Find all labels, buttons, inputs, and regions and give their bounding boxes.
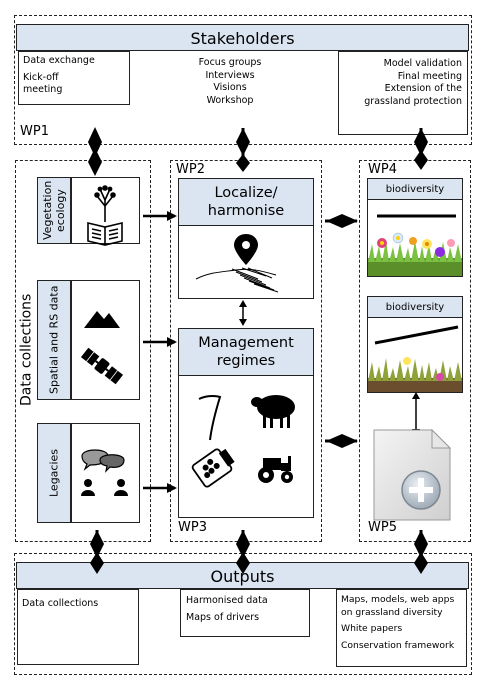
- satellite-icon: [80, 347, 124, 385]
- wp1-label: WP1: [20, 124, 49, 139]
- wp4-label: WP4: [368, 162, 397, 177]
- connector-wp3-wp5: [325, 434, 358, 448]
- management-title-line: regimes: [216, 353, 276, 369]
- stakeholders-middle-line: Workshop: [206, 94, 254, 106]
- meadow-illustration-2: [368, 325, 462, 392]
- map-pin-icon: [234, 234, 258, 265]
- arrow-biodiversity-document: [412, 392, 420, 436]
- stakeholders-left-line: Data exchange: [23, 55, 95, 66]
- stakeholders-middle-line: Visions: [213, 82, 247, 93]
- connector-wp2-wp4: [325, 214, 358, 228]
- stakeholders-right-box: Model validation Final meeting Extension…: [338, 51, 468, 135]
- seed-bag-icon: [191, 448, 235, 488]
- stakeholders-left-line: meeting: [23, 84, 63, 95]
- outputs-right-line: Conservation framework: [341, 639, 455, 651]
- stakeholders-right-line: Final meeting: [397, 70, 462, 82]
- mountains-icon: [84, 311, 120, 328]
- outputs-right-line: Maps, models, web apps: [341, 594, 455, 605]
- stakeholders-middle-line: Focus groups: [198, 57, 262, 68]
- sheep-icon: [251, 395, 295, 428]
- connector-wp3-outputs: [236, 530, 250, 574]
- management-title-line: Management: [198, 335, 294, 351]
- wp2-label: WP2: [176, 162, 205, 177]
- connector-data-outputs: [90, 530, 104, 574]
- arrow-localize-management: [239, 300, 247, 326]
- connector-stakeholders-wp2: [236, 128, 250, 172]
- data-collections-region: [15, 160, 151, 542]
- stakeholders-title: Stakeholders: [190, 29, 295, 48]
- outputs-left-line: Data collections: [22, 598, 99, 609]
- connector-wp5-outputs: [414, 530, 428, 574]
- plant-book-icon: [87, 185, 123, 246]
- management-header: Management regimes: [178, 328, 314, 376]
- outputs-right-line: on grassland diversity: [341, 606, 443, 618]
- spatial-rs-data-icon-box: [71, 280, 140, 400]
- tractor-icon: [258, 456, 293, 483]
- stakeholders-right-line: Model validation: [383, 58, 462, 69]
- outputs-title: Outputs: [210, 567, 275, 586]
- outputs-right-box: Maps, models, web apps on grassland dive…: [336, 589, 467, 667]
- document-add-icon: [373, 428, 452, 521]
- terrain-sketch: [195, 267, 279, 293]
- wp3-label: WP3: [178, 520, 207, 535]
- localize-title-line: Localize/: [214, 185, 278, 201]
- biodiversity-title-1: biodiversity: [385, 184, 445, 195]
- stakeholders-header: Stakeholders: [16, 24, 469, 51]
- biodiversity-header-1: biodiversity: [367, 178, 463, 200]
- outputs-left-box: Data collections: [17, 589, 139, 665]
- meadow-illustration-1: [368, 214, 462, 276]
- biodiversity-header-2: biodiversity: [367, 296, 463, 318]
- outputs-middle-line: Harmonised data: [186, 595, 268, 606]
- stakeholders-right-line: grassland protection: [364, 95, 462, 107]
- stakeholders-right-line: Extension of the: [384, 83, 462, 94]
- people-speech-icon: [81, 449, 128, 496]
- outputs-right-line: White papers: [341, 623, 403, 634]
- connector-stakeholders-wp4: [414, 128, 428, 170]
- outputs-middle-line: Maps of drivers: [186, 611, 260, 623]
- legacies-icon-box: [71, 423, 140, 523]
- biodiversity-title-2: biodiversity: [385, 302, 445, 313]
- wp5-label: WP5: [368, 520, 397, 535]
- stakeholders-left-line: Kick-off: [23, 71, 59, 83]
- outputs-middle-box: Harmonised data Maps of drivers: [180, 589, 310, 637]
- localize-header: Localize/ harmonise: [178, 178, 314, 226]
- scythe-icon: [198, 394, 222, 441]
- stakeholders-middle-box: Focus groups Interviews Visions Workshop: [180, 52, 280, 120]
- localize-title-line: harmonise: [207, 203, 285, 219]
- connector-stakeholders-data: [88, 127, 102, 176]
- stakeholders-left-box: Data exchange Kick-off meeting: [18, 51, 130, 105]
- stakeholders-middle-line: Interviews: [205, 69, 255, 81]
